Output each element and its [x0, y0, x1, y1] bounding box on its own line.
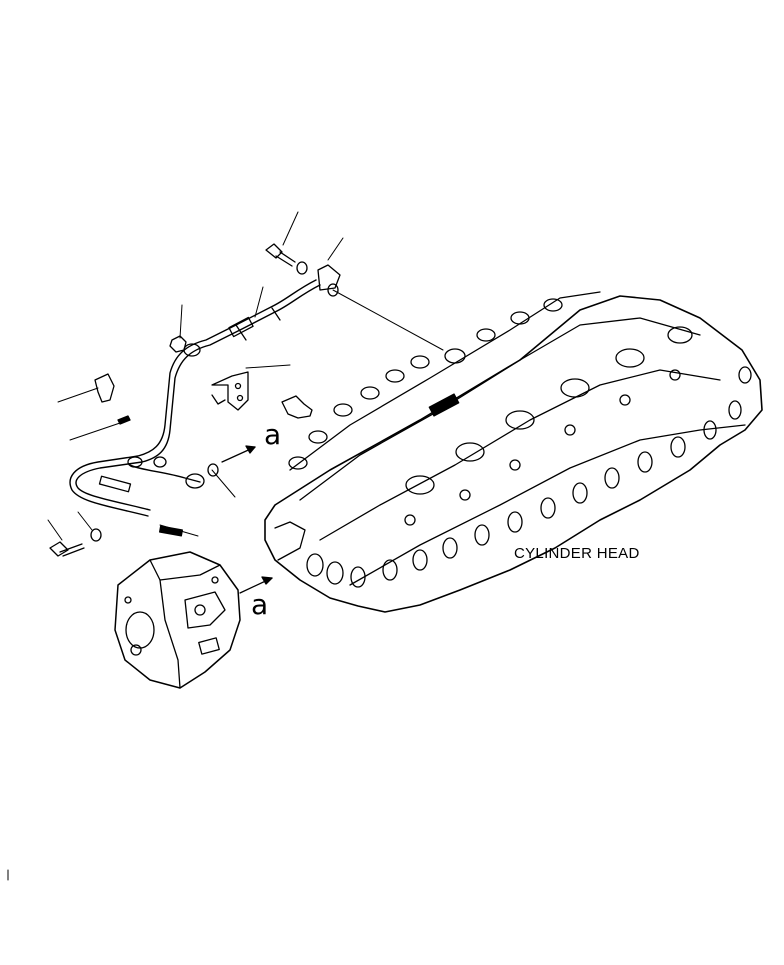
fasteners	[49, 243, 339, 557]
connector-fitting	[94, 373, 115, 403]
front-washer	[207, 463, 219, 477]
view-arrows	[221, 445, 273, 594]
bottom-washer	[90, 528, 102, 542]
top-washer	[296, 261, 308, 275]
cylinder-head-label: CYLINDER HEAD	[514, 545, 640, 562]
fuel-supply-pump	[114, 551, 241, 689]
leader-lines	[47, 211, 444, 541]
clamp-nut	[169, 335, 187, 353]
bottom-bolt	[49, 541, 85, 557]
head-bolt-bosses	[288, 298, 563, 470]
pin	[117, 415, 131, 425]
top-bolt	[265, 243, 296, 267]
fuel-injection-tube	[69, 264, 341, 517]
head-side-holes	[306, 366, 752, 588]
tube-clamp-bracket	[211, 371, 249, 411]
head-ports	[404, 326, 693, 526]
view-marker-lower: a	[251, 588, 269, 621]
sensor-plug	[281, 395, 313, 419]
view-marker-upper: a	[264, 418, 282, 451]
top-gasket	[327, 283, 339, 297]
pump-gasket	[158, 525, 184, 537]
cylinder-head	[264, 291, 763, 613]
